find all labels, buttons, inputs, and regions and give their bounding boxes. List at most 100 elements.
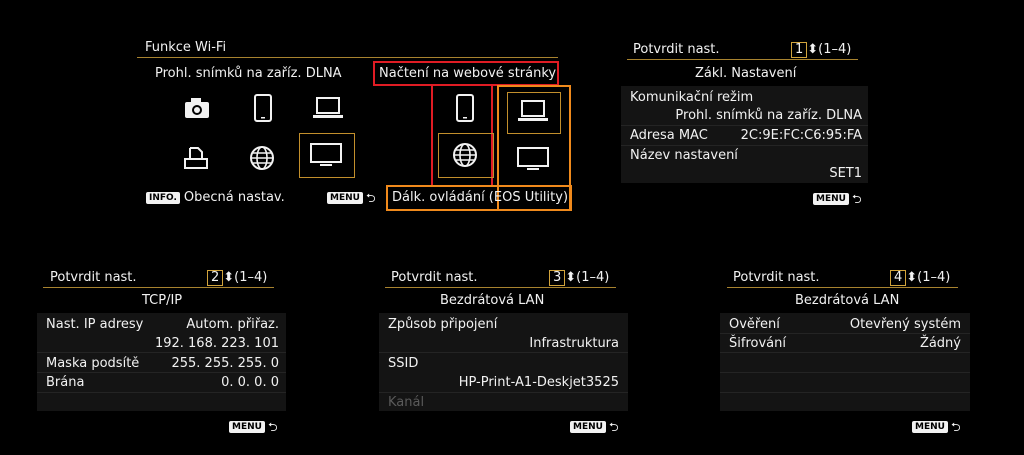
web-upload-label: Načtení na webové stránky [379, 66, 557, 81]
tv-icon-eos[interactable] [517, 147, 549, 171]
back-arrow-icon: ⮌ [267, 420, 278, 434]
panel1-title: Zákl. Nastavení [695, 66, 797, 81]
panel2-header: Potvrdit nast. [50, 270, 137, 285]
panel3-title: Bezdrátová LAN [440, 293, 545, 308]
panel4-page-number: 4 [890, 270, 907, 286]
printer-icon[interactable] [183, 146, 209, 170]
panel2-ip-label: Nast. IP adresy [46, 317, 144, 332]
panel4-divider-2 [720, 352, 970, 353]
panel2-mask-value: 255. 255. 255. 0 [171, 356, 279, 371]
globe-icon-selected[interactable] [452, 142, 478, 168]
panel3-body [379, 313, 628, 411]
panel1-rule [627, 59, 858, 60]
panel3-page-number: 3 [549, 270, 566, 286]
eos-utility-label-box [386, 185, 572, 211]
panel3-conn-value: Infrastruktura [529, 336, 619, 351]
panel2-rule [43, 287, 274, 288]
eos-utility-highlight [497, 85, 571, 209]
panel3-conn-label: Způsob připojení [388, 317, 498, 332]
panel1-header: Potvrdit nast. [633, 42, 720, 57]
panel3-rule [385, 287, 616, 288]
panel3-page-range: ⬍(1–4) [565, 270, 610, 285]
panel4-auth-label: Ověření [729, 317, 780, 332]
panel4-page-range: ⬍(1–4) [906, 270, 951, 285]
panel4-divider-1 [720, 333, 970, 334]
panel2-page-number: 2 [207, 270, 224, 286]
panel1-comm-value: Prohl. snímků na zaříz. DLNA [675, 108, 862, 123]
panel3-header: Potvrdit nast. [391, 270, 478, 285]
panel2-ip-mode: Autom. přiřaz. [186, 317, 279, 332]
panel4-divider-4 [720, 392, 970, 393]
panel2-title: TCP/IP [142, 293, 183, 308]
panel1-page-range: ⬍(1–4) [807, 42, 852, 57]
panel1-mac-label: Adresa MAC [630, 128, 708, 143]
panel3-menu-badge: MENU [570, 421, 606, 433]
menu-back-button[interactable]: MENU⮌ [327, 190, 376, 207]
panel4-title: Bezdrátová LAN [795, 293, 900, 308]
panel1-comm-label: Komunikační režim [630, 90, 754, 105]
panel1-name-value: SET1 [829, 166, 862, 181]
globe-selection-frame [438, 133, 494, 178]
panel4-menu-badge: MENU [912, 421, 948, 433]
panel4-enc-value: Žádný [919, 336, 961, 351]
smartphone-icon-selected[interactable] [456, 94, 474, 122]
web-upload-highlight [373, 61, 559, 86]
panel1-divider-1 [621, 125, 868, 126]
panel4-page: 4⬍(1–4) [890, 270, 950, 286]
panel1-divider-2 [621, 145, 868, 146]
back-arrow-icon: ⮌ [365, 191, 376, 205]
back-arrow-icon: ⮌ [950, 420, 961, 434]
panel1-menu-back-button[interactable]: MENU⮌ [813, 191, 862, 208]
panel4-auth-value: Otevřený systém [849, 317, 961, 332]
panel1-name-label: Název nastavení [630, 148, 738, 163]
panel3-channel-label: Kanál [388, 395, 425, 410]
panel2-gw-value: 0. 0. 0. 0 [221, 375, 279, 390]
panel3-menu-back-button[interactable]: MENU⮌ [570, 419, 619, 436]
panel2-mask-label: Maska podsítě [46, 356, 140, 371]
wifi-menu-title: Funkce Wi-Fi [145, 40, 227, 55]
panel4-rule [727, 287, 958, 288]
panel3-divider-1 [379, 352, 628, 353]
panel2-divider-1 [37, 352, 286, 353]
panel1-mac-value: 2C:9E:FC:C6:95:FA [740, 128, 862, 143]
info-button-badge: INFO. [146, 191, 180, 204]
panel4-enc-label: Šifrování [729, 336, 786, 351]
general-settings[interactable]: INFO.Obecná nastav. [146, 190, 285, 206]
globe-icon[interactable] [249, 145, 275, 171]
smartphone-icon[interactable] [254, 94, 272, 122]
general-settings-label: Obecná nastav. [183, 190, 285, 205]
panel2-divider-3 [37, 392, 286, 393]
laptop-icon[interactable] [313, 97, 343, 119]
back-arrow-icon: ⮌ [608, 420, 619, 434]
laptop-icon-selected[interactable] [518, 100, 548, 122]
panel1-page-number: 1 [791, 42, 808, 58]
panel2-divider-2 [37, 372, 286, 373]
panel2-page: 2⬍(1–4) [207, 270, 267, 286]
laptop-selection-frame [507, 92, 561, 134]
panel2-menu-badge: MENU [229, 421, 265, 433]
menu-badge: MENU [327, 192, 363, 204]
panel2-menu-back-button[interactable]: MENU⮌ [229, 419, 278, 436]
panel2-ip-value: 192. 168. 223. 101 [154, 336, 279, 351]
tv-selection-frame [299, 133, 355, 178]
panel4-menu-back-button[interactable]: MENU⮌ [912, 419, 961, 436]
panel1-page: 1⬍(1–4) [791, 42, 851, 58]
panel3-page: 3⬍(1–4) [549, 270, 609, 286]
back-arrow-icon: ⮌ [851, 192, 862, 206]
panel3-ssid-value: HP-Print-A1-Deskjet3525 [458, 375, 619, 390]
panel2-body [37, 313, 286, 411]
tv-icon[interactable] [310, 143, 342, 167]
panel2-page-range: ⬍(1–4) [223, 270, 268, 285]
panel4-body [720, 313, 970, 411]
panel2-gw-label: Brána [46, 375, 85, 390]
panel4-header: Potvrdit nast. [733, 270, 820, 285]
panel3-divider-2 [379, 392, 628, 393]
panel3-ssid-label: SSID [388, 356, 419, 371]
title-rule [137, 57, 558, 58]
panel1-body [621, 86, 868, 183]
panel4-divider-3 [720, 372, 970, 373]
eos-utility-label: Dálk. ovládání (EOS Utility) [392, 190, 569, 205]
web-upload-connector [431, 84, 493, 186]
dlna-label: Prohl. snímků na zaříz. DLNA [155, 66, 342, 81]
camera-icon[interactable] [183, 96, 211, 120]
